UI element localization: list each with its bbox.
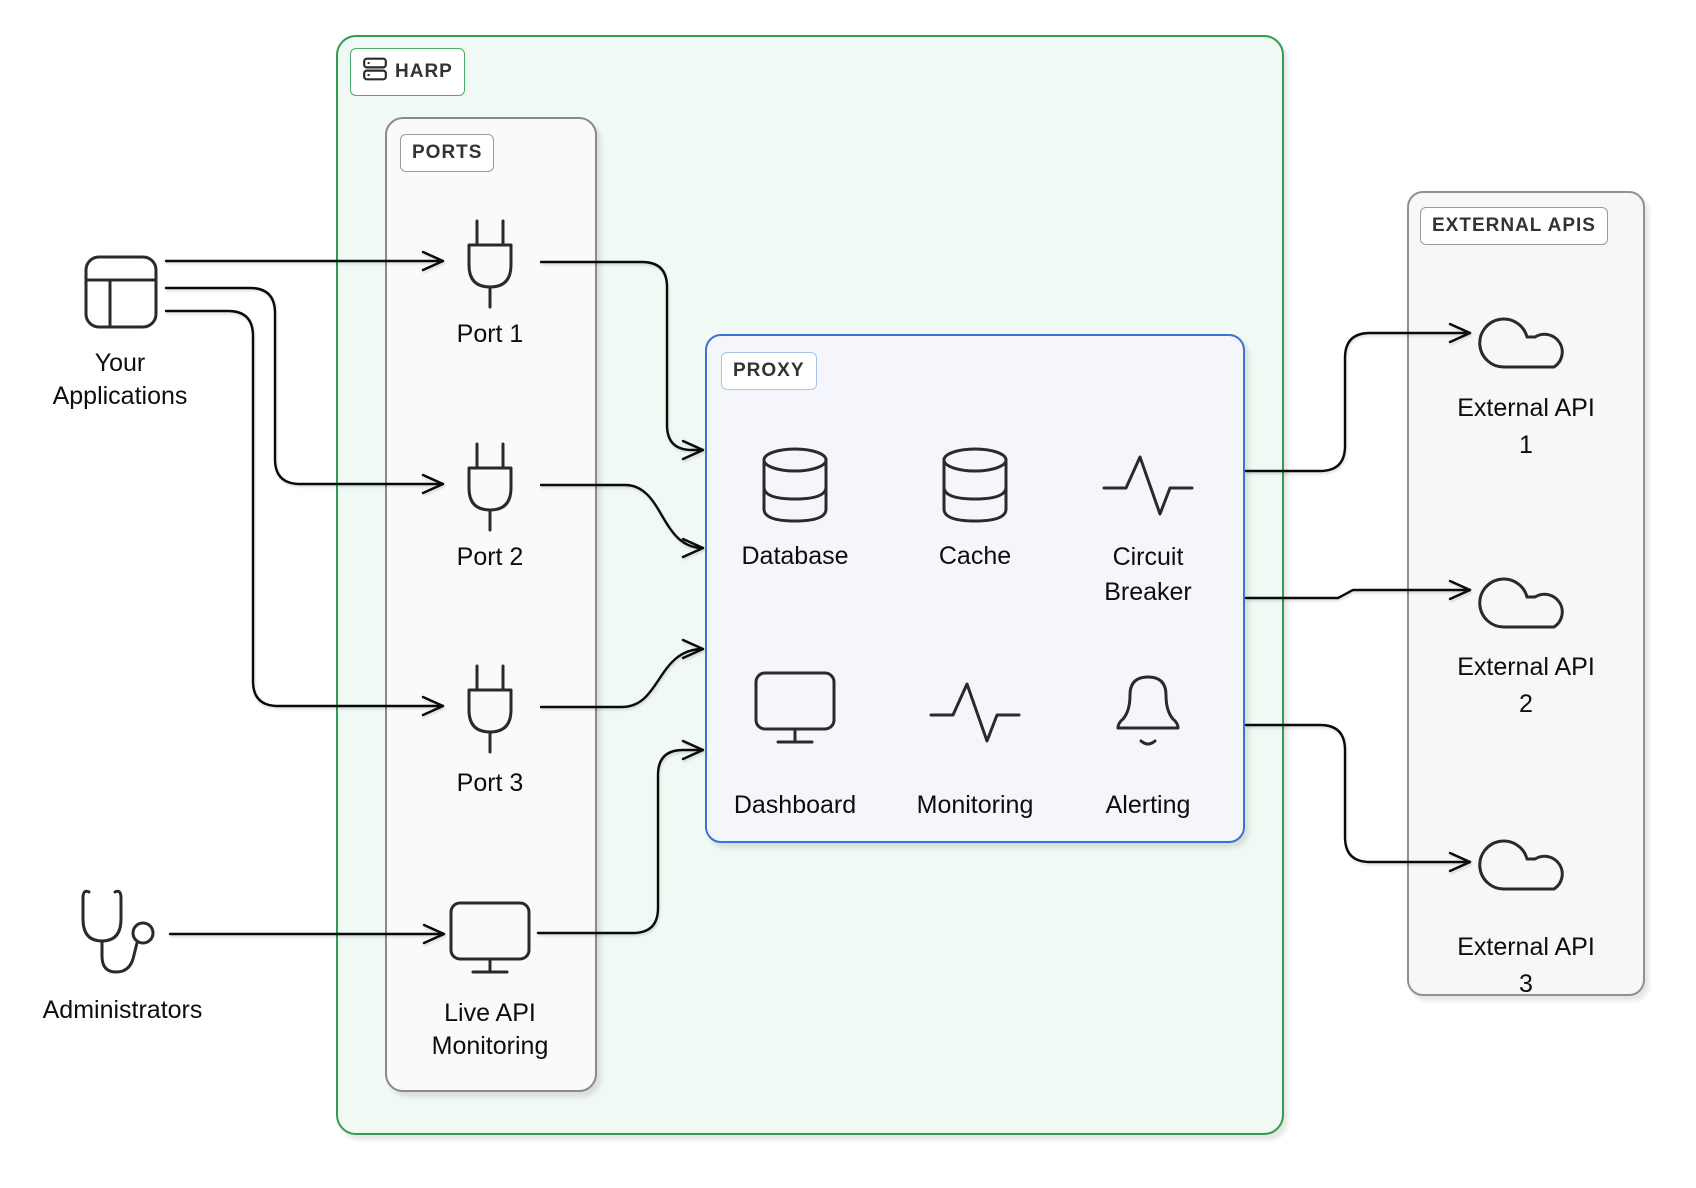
monitoring-label: Monitoring <box>916 791 1034 819</box>
database-label: Database <box>741 542 849 570</box>
database-icon <box>752 443 838 529</box>
live-api-monitoring-label: Live API Monitoring <box>431 999 549 1060</box>
administrators-label: Administrators <box>42 996 203 1024</box>
port2-label: Port 2 <box>456 543 524 571</box>
ports-container <box>385 117 597 1092</box>
your-applications-label: Your Applications <box>52 349 188 410</box>
cloud-icon-api1 <box>1471 301 1581 379</box>
edge-port3-proxy <box>539 638 705 709</box>
edge-proxy-api2 <box>1244 579 1472 601</box>
external-apis-label: EXTERNAL APIS <box>1432 215 1596 236</box>
edge-proxy-api3 <box>1244 723 1472 873</box>
cloud-icon-api2 <box>1471 561 1581 639</box>
dashboard-label: Dashboard <box>733 791 857 819</box>
circuit-breaker-icon <box>1100 450 1196 522</box>
external-api1-label: External API 1 <box>1457 394 1595 459</box>
edge-liveapi-proxy <box>536 739 705 935</box>
plug-icon-port3 <box>455 660 525 755</box>
alerting-label: Alerting <box>1105 791 1191 819</box>
edge-port2-proxy <box>539 483 705 559</box>
cache-label: Cache <box>938 542 1012 570</box>
external-apis-label-chip: EXTERNAL APIS <box>1420 207 1608 245</box>
port3-label: Port 3 <box>456 769 524 797</box>
ports-label-chip: PORTS <box>400 134 495 172</box>
circuit-breaker-label: Circuit Breaker <box>1104 543 1192 606</box>
cloud-icon-api3 <box>1471 823 1581 901</box>
edge-proxy-api1 <box>1244 322 1472 473</box>
monitoring-icon <box>927 677 1023 749</box>
edge-apps-port3 <box>164 309 445 717</box>
cache-icon <box>932 443 1018 529</box>
stethoscope-icon <box>70 885 175 985</box>
dashboard-icon <box>751 668 839 748</box>
port1-label: Port 1 <box>456 320 524 348</box>
plug-icon-port1 <box>455 215 525 310</box>
alerting-bell-icon <box>1108 664 1188 752</box>
server-stack-icon <box>362 56 388 88</box>
harp-label-chip: HARP <box>350 48 465 96</box>
proxy-label: PROXY <box>733 360 805 381</box>
edge-port1-proxy <box>539 260 705 461</box>
harp-label: HARP <box>395 61 453 82</box>
proxy-container <box>705 334 1245 843</box>
monitor-icon-live-api <box>446 898 534 978</box>
ports-label: PORTS <box>412 142 483 163</box>
edge-apps-port2 <box>164 286 445 495</box>
plug-icon-port2 <box>455 438 525 533</box>
external-api3-label: External API 3 <box>1457 933 1595 998</box>
proxy-label-chip: PROXY <box>721 352 817 390</box>
external-api2-label: External API 2 <box>1457 653 1595 718</box>
app-window-icon <box>82 253 160 331</box>
